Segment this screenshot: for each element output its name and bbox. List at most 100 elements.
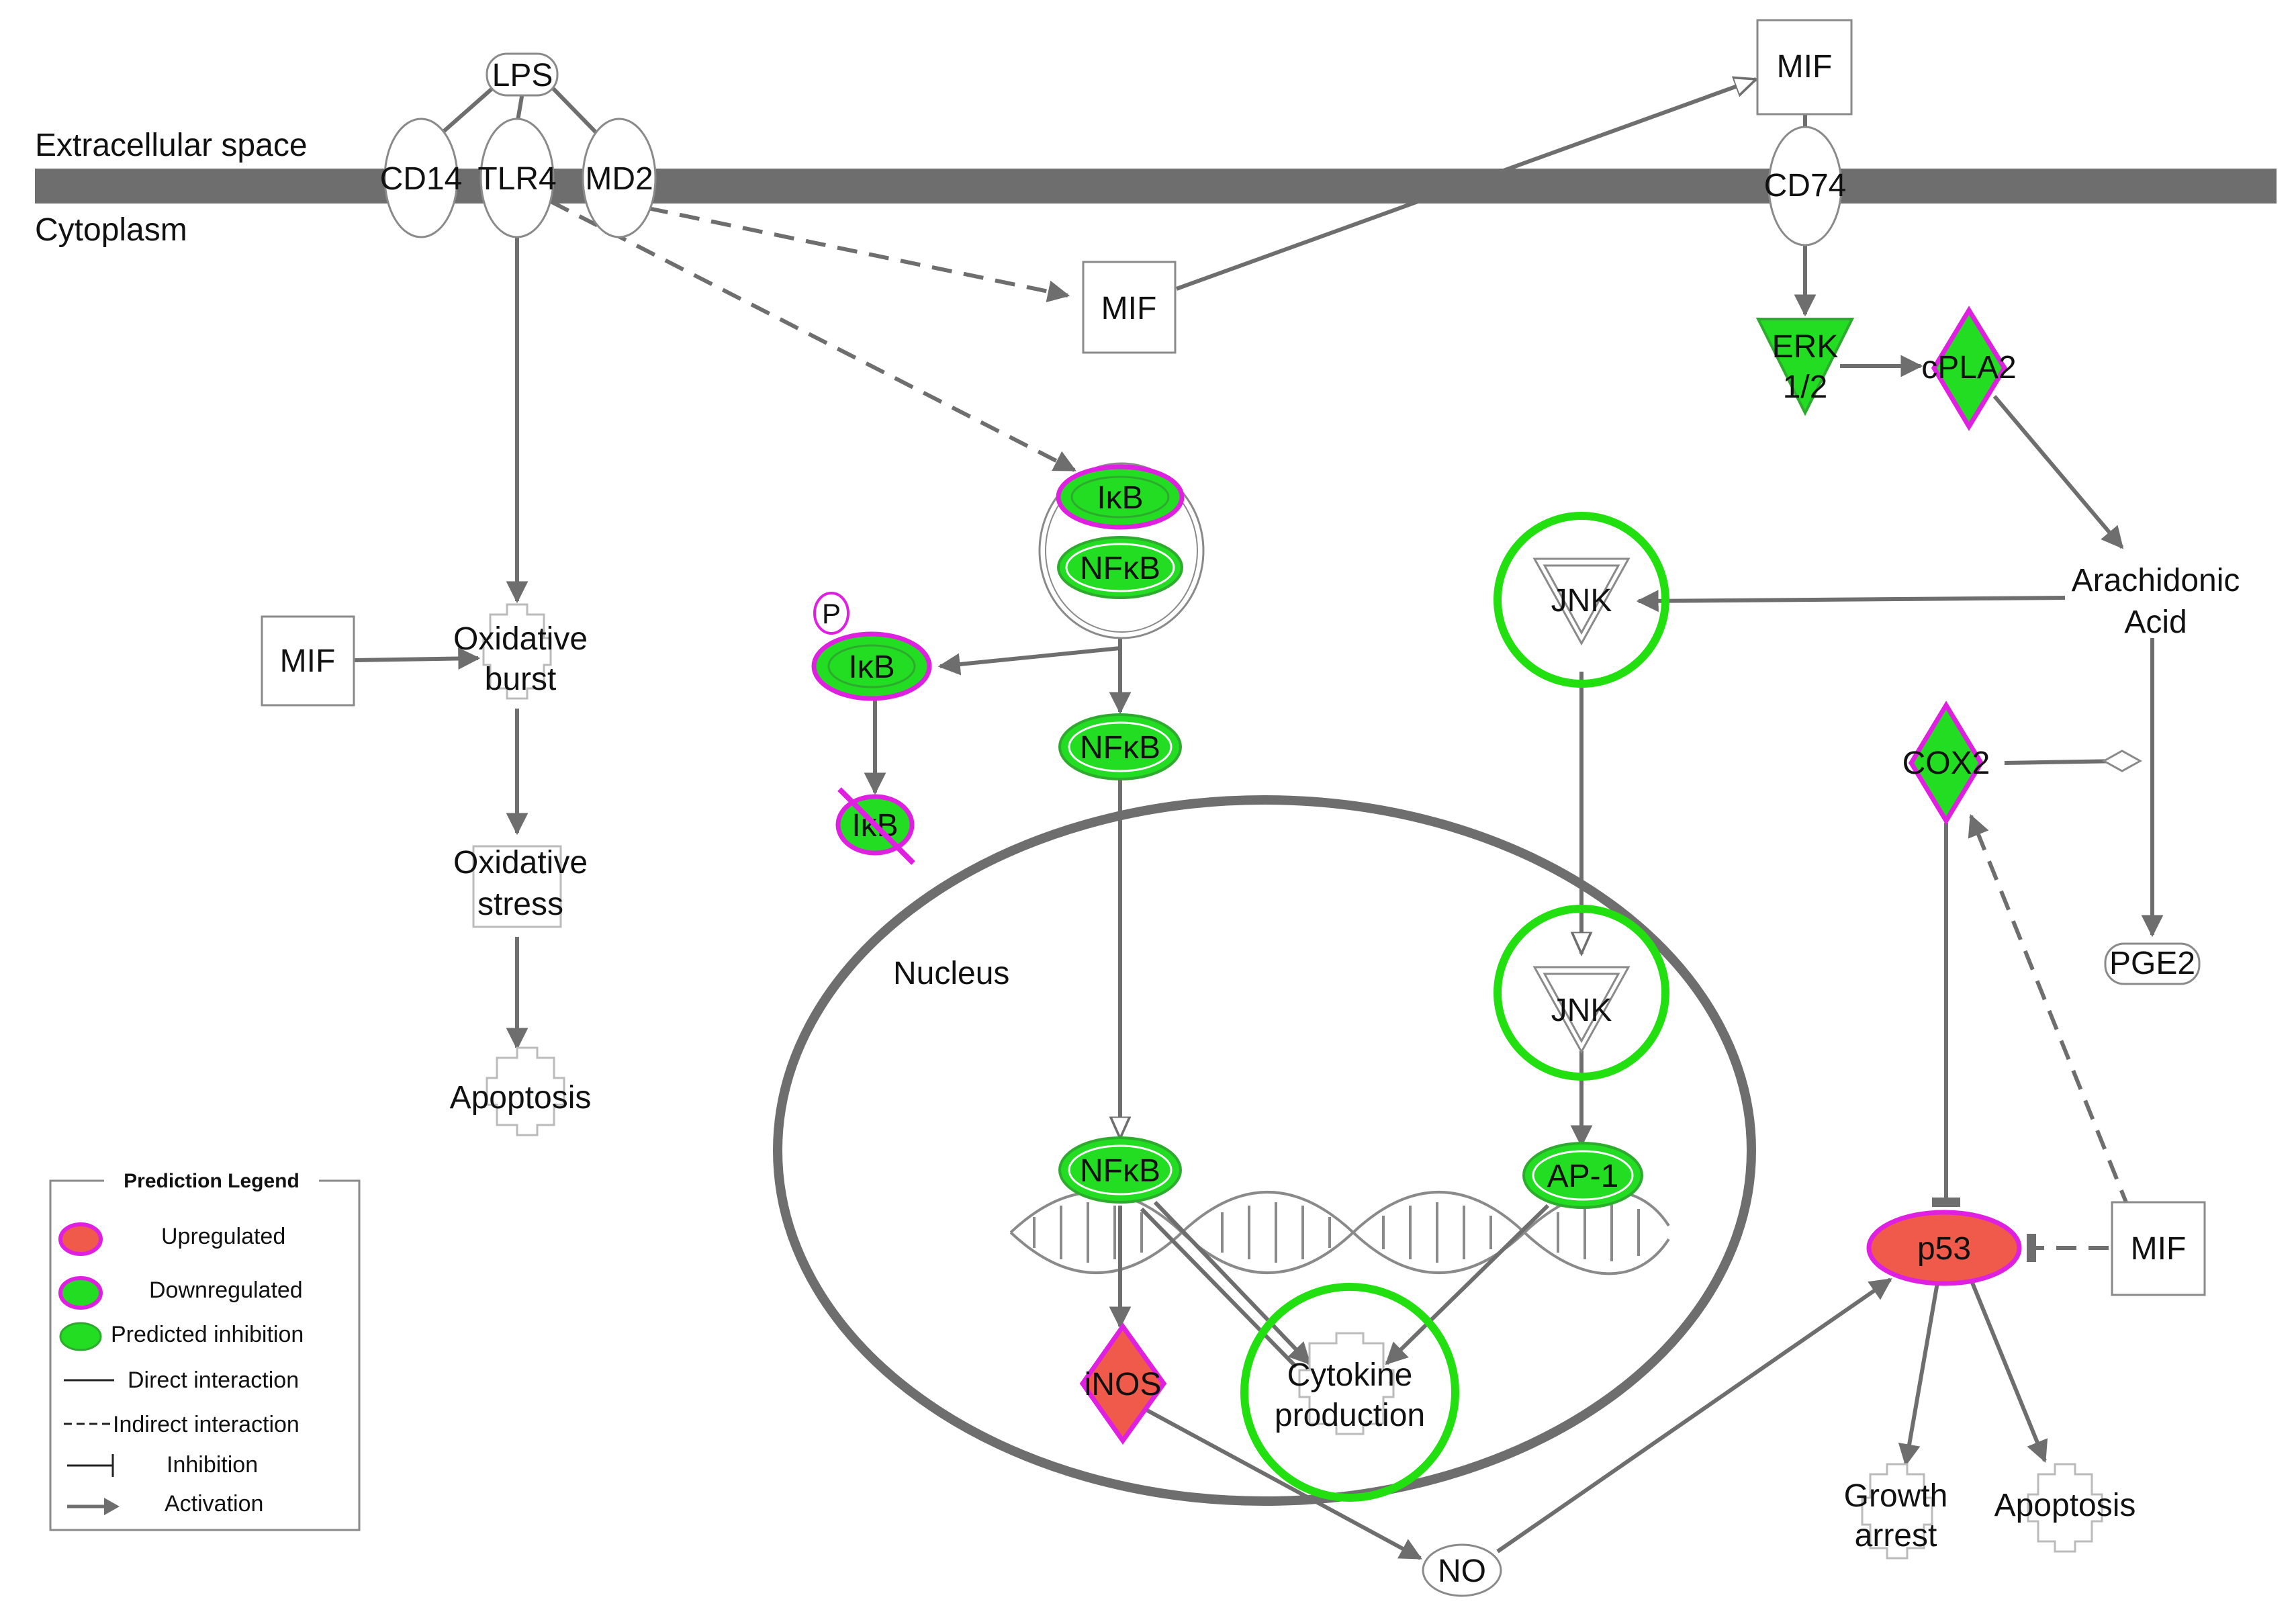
svg-text:IκB: IκB <box>848 649 894 685</box>
legend-indirect-interaction: Indirect interaction <box>113 1412 300 1437</box>
node-inos[interactable]: iNOS <box>1079 1322 1167 1445</box>
svg-text:1/2: 1/2 <box>1783 369 1828 405</box>
node-lps[interactable]: LPS <box>486 52 559 97</box>
svg-text:P: P <box>822 598 841 629</box>
cytoplasm-label: Cytoplasm <box>35 212 187 248</box>
svg-text:arrest: arrest <box>1855 1518 1937 1553</box>
legend-downregulated-swatch <box>58 1276 103 1310</box>
edge-mifmid-miftop <box>1175 79 1756 291</box>
node-ikb-nfkb-complex[interactable]: IκB NFκB <box>1038 462 1205 639</box>
edge-nfkbnuc-cytokine-2 <box>1140 1207 1298 1369</box>
node-oxidative-stress[interactable]: Oxidative stress <box>453 845 588 928</box>
oxstress-rect-icon <box>472 845 562 928</box>
svg-text:COX2: COX2 <box>1902 746 1990 781</box>
svg-text:MD2: MD2 <box>585 161 653 197</box>
edge-p53-growth <box>1898 1282 1939 1467</box>
edge-arach-jnk <box>1636 590 2066 613</box>
svg-text:Apoptosis: Apoptosis <box>450 1080 592 1116</box>
node-erk[interactable]: ERK 1/2 <box>1755 318 1855 416</box>
svg-text:MIF: MIF <box>1777 49 1833 85</box>
svg-text:IκB: IκB <box>1097 480 1143 516</box>
svg-text:TLR4: TLR4 <box>477 161 556 197</box>
svg-text:CD74: CD74 <box>1764 168 1847 204</box>
node-nfkb-nucleus[interactable]: NFκB <box>1058 1136 1182 1204</box>
node-tlr4[interactable]: TLR4 <box>477 118 557 238</box>
node-mif-right[interactable]: MIF <box>2111 1201 2206 1296</box>
svg-text:p53: p53 <box>1917 1231 1971 1267</box>
svg-text:MIF: MIF <box>1101 291 1157 326</box>
node-mif-top[interactable]: MIF <box>1756 19 1853 116</box>
edge-tlr4-ikbcomplex <box>549 199 1076 472</box>
node-jnk-nucleus[interactable]: JNK <box>1494 905 1669 1081</box>
svg-text:Oxidative: Oxidative <box>453 845 588 881</box>
edge-mifright-cox2 <box>1968 813 2131 1210</box>
svg-text:Arachidonic: Arachidonic <box>2072 563 2240 598</box>
legend-title: Prediction Legend <box>124 1170 300 1192</box>
legend-upregulated-swatch <box>58 1222 103 1256</box>
node-md2[interactable]: MD2 <box>582 118 657 238</box>
edge-lps-cd14 <box>435 85 495 140</box>
node-arachidonic-acid[interactable]: Arachidonic Acid <box>2072 563 2240 640</box>
svg-text:MIF: MIF <box>280 643 336 679</box>
node-ikb-degraded[interactable]: IκB <box>835 787 915 865</box>
node-mif-left[interactable]: MIF <box>261 615 355 707</box>
svg-text:AP-1: AP-1 <box>1547 1159 1619 1194</box>
svg-text:stress: stress <box>477 887 563 922</box>
node-apoptosis-left[interactable]: Apoptosis <box>450 1046 592 1136</box>
svg-text:PGE2: PGE2 <box>2109 946 2195 981</box>
node-mif-mid[interactable]: MIF <box>1082 261 1177 354</box>
node-ap1[interactable]: AP-1 <box>1522 1142 1643 1209</box>
svg-text:CD14: CD14 <box>380 161 463 197</box>
svg-text:cPLA2: cPLA2 <box>1921 350 2016 386</box>
svg-text:JNK: JNK <box>1551 583 1612 619</box>
node-cd14[interactable]: CD14 <box>380 118 463 238</box>
node-oxidative-burst[interactable]: Oxidative burst <box>453 603 588 700</box>
prediction-legend: Prediction Legend Upregulated Downregula… <box>49 1169 361 1531</box>
node-nfkb-cytoplasm[interactable]: NFκB <box>1058 713 1182 780</box>
svg-text:iNOS: iNOS <box>1085 1367 1162 1402</box>
apoptosis-right-gear-icon <box>2027 1463 2103 1553</box>
apoptosis-left-gear-icon <box>486 1046 565 1136</box>
node-cox2[interactable]: COX2 <box>1902 701 1990 825</box>
diamond-end-icon <box>2101 750 2143 772</box>
edge-md2-mifmid <box>647 206 1070 303</box>
degradation-icon <box>837 787 915 865</box>
legend-predicted-inhibition-swatch <box>59 1322 102 1351</box>
svg-text:Oxidative: Oxidative <box>453 621 588 657</box>
svg-text:NFκB: NFκB <box>1080 551 1160 586</box>
legend-downregulated: Downregulated <box>149 1277 303 1303</box>
node-pge2[interactable]: PGE2 <box>2104 942 2201 985</box>
svg-text:Acid: Acid <box>2124 604 2187 640</box>
edge-mifleft-oxburst <box>354 647 481 670</box>
node-cd74[interactable]: CD74 <box>1764 126 1847 246</box>
node-apoptosis-right[interactable]: Apoptosis <box>1994 1463 2136 1553</box>
legend-inhibition: Inhibition <box>167 1452 258 1478</box>
svg-text:Growth: Growth <box>1844 1478 1948 1514</box>
edge-lps-md2 <box>550 85 603 140</box>
legend-upregulated: Upregulated <box>161 1224 285 1249</box>
node-no[interactable]: NO <box>1422 1543 1502 1597</box>
edge-cpla2-arach <box>1992 395 2124 549</box>
svg-text:burst: burst <box>485 662 557 697</box>
edge-ap1-cytokine <box>1385 1204 1550 1365</box>
extracellular-label: Extracellular space <box>35 128 308 163</box>
node-cpla2[interactable]: cPLA2 <box>1921 306 2017 431</box>
growth-arrest-gear-icon <box>1861 1463 1933 1560</box>
legend-direct-interaction: Direct interaction <box>128 1367 299 1393</box>
node-ikb-phosphorylated[interactable]: P IκB <box>811 592 932 701</box>
svg-text:ERK: ERK <box>1772 329 1839 365</box>
legend-predicted-inhibition: Predicted inhibition <box>111 1322 304 1347</box>
node-p53[interactable]: p53 <box>1866 1210 2022 1286</box>
edge-inos-no <box>1134 1402 1422 1560</box>
legend-activation: Activation <box>165 1491 263 1517</box>
node-cytokine-production[interactable]: Cytokine production <box>1240 1283 1459 1502</box>
svg-text:Apoptosis: Apoptosis <box>1994 1488 2136 1523</box>
edges <box>354 79 2164 1560</box>
node-jnk-cytoplasm[interactable]: JNK <box>1494 512 1669 688</box>
svg-text:LPS: LPS <box>492 58 553 93</box>
edge-p53-apopright <box>1969 1278 2048 1463</box>
cytokine-gear-icon <box>1298 1332 1395 1435</box>
nucleus-label: Nucleus <box>893 956 1009 991</box>
node-growth-arrest[interactable]: Growth arrest <box>1844 1463 1948 1560</box>
